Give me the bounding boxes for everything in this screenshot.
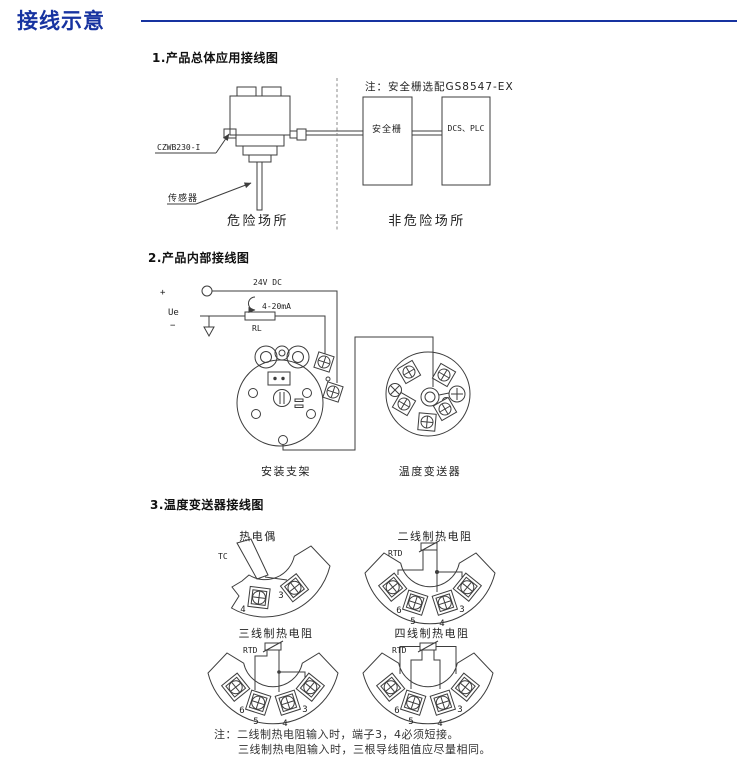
current-label: 4-20mA (262, 302, 291, 311)
supply-wire (212, 290, 338, 383)
safety-barrier-label: 安全栅 (372, 123, 402, 135)
bracket-center-screw (273, 389, 291, 407)
load-resistor (244, 311, 276, 321)
rtd-leads (399, 646, 457, 689)
footnote-line-1: 注：二线制热电阻输入时，端子3，4必须短接。 (214, 728, 459, 741)
terminal-number: 4 (282, 719, 287, 729)
transmitter-terminal (431, 362, 457, 388)
terminal-screw (431, 589, 459, 616)
tc-wire-wedge (236, 538, 269, 580)
diagram-title: 四线制热电阻 (395, 626, 470, 640)
terminal-number: 5 (408, 717, 413, 727)
transmitter-terminal (432, 396, 458, 422)
transmitter-module-drawing (385, 351, 471, 437)
transmitter-terminal (391, 391, 417, 417)
device-model-label: CZWB230-I (157, 143, 201, 152)
terminal-number: 5 (410, 617, 415, 627)
terminal-number: 6 (394, 706, 399, 716)
terminal-number: 4 (437, 719, 442, 729)
rtd-input-label: RTD (243, 646, 258, 655)
terminal-screw (399, 689, 427, 716)
terminal-number: 6 (396, 606, 401, 616)
fan-body (207, 652, 339, 725)
dcs-plc-label: DCS、PLC (448, 124, 485, 133)
fan-body (230, 545, 331, 618)
power-loop-circuit: + Ue − 24V DC RL 4-20mA (160, 278, 338, 383)
rtd-input-label: RTD (388, 549, 403, 558)
section2-heading: 2.产品内部接线图 (148, 251, 250, 265)
minus-sign: − (170, 321, 176, 331)
diagram-rtd-2wire: 二线制热电阻 RTD (364, 529, 496, 629)
bracket-terminal-upper (313, 351, 335, 373)
transmitter-screw (448, 385, 466, 403)
rtd-leads (397, 550, 463, 592)
signal-cable (306, 130, 442, 136)
fan-body (364, 552, 496, 625)
ue-label: Ue (168, 308, 179, 318)
section3-heading: 3.温度变送器接线图 (150, 498, 264, 512)
transmitter-head-drawing (223, 86, 307, 211)
application-wiring-diagram: CZWB230-I 传感器 注：安全栅选配GS8547-EX 安全栅 DCS、P… (155, 78, 514, 230)
transmitter-terminal (417, 412, 437, 432)
diagram-title: 三线制热电阻 (239, 626, 314, 640)
title-rule (141, 20, 737, 22)
plus-sign: + (160, 288, 166, 298)
rtd-input-label: RTD (392, 646, 407, 655)
diagram-rtd-4wire: 四线制热电阻 RTD (362, 626, 494, 729)
terminal-screw (274, 689, 302, 716)
bracket-terminal-lower (322, 381, 344, 403)
terminal-screw (377, 572, 408, 602)
internal-wiring-diagram: + Ue − 24V DC RL 4-20mA (160, 278, 471, 478)
terminal-screw (247, 585, 271, 610)
bracket-to-transmitter-wire (282, 336, 434, 451)
ground-symbol (203, 326, 215, 338)
page-title: 接线示意 (17, 9, 105, 33)
hazardous-area-label: 危险场所 (227, 214, 289, 229)
transmitter-terminal (396, 359, 422, 385)
bracket-label: 安装支架 (261, 464, 311, 478)
bracket-bottom-screw (278, 435, 288, 445)
diagram-rtd-3wire: 三线制热电阻 RTD (207, 626, 339, 729)
terminal-number: 4 (439, 619, 444, 629)
terminal-number: 6 (239, 706, 244, 716)
diagram-thermocouple: 热电偶 TC 4 3 (218, 530, 331, 618)
terminal-screw (220, 672, 251, 702)
terminal-screw (375, 672, 406, 702)
terminal-screw (244, 689, 272, 716)
footnote-line-2: 三线制热电阻输入时，三根导线阻值应尽量相同。 (238, 743, 491, 756)
terminal-number: 3 (278, 591, 283, 601)
terminal-number: 3 (459, 605, 464, 615)
device-callout: CZWB230-I (155, 133, 230, 154)
mounting-bracket-drawing (236, 345, 344, 447)
terminal-screw (401, 589, 429, 616)
safety-barrier-box: 安全栅 (362, 96, 413, 186)
supply-terminal (201, 285, 213, 297)
terminal-screw (452, 572, 483, 602)
transmitter-label: 温度变送器 (399, 464, 462, 478)
supply-voltage-label: 24V DC (253, 278, 282, 287)
sensor-callout: 传感器 (167, 182, 252, 205)
fan-body (362, 652, 494, 725)
transmitter-screw (388, 383, 402, 397)
terminal-screw (279, 573, 310, 603)
section1-heading: 1.产品总体应用接线图 (152, 51, 279, 65)
current-direction-arrow (248, 296, 256, 313)
dcs-plc-box: DCS、PLC (441, 96, 491, 186)
terminal-number: 3 (457, 705, 462, 715)
terminal-screw (450, 672, 481, 702)
diagram-title: 二线制热电阻 (398, 529, 473, 543)
signal-wire (200, 315, 326, 354)
terminal-wiring-diagrams: 热电偶 TC 4 3 二线制热电阻 (207, 529, 496, 729)
terminal-screw (429, 689, 457, 716)
terminal-screw (295, 672, 326, 702)
load-resistor-label: RL (252, 324, 262, 333)
sensor-probe (256, 161, 263, 211)
sensor-label: 传感器 (168, 192, 198, 204)
terminal-number: 5 (253, 717, 258, 727)
terminal-number: 3 (302, 705, 307, 715)
barrier-note: 注：安全栅选配GS8547-EX (365, 80, 514, 93)
terminal-number: 4 (240, 605, 245, 615)
tc-input-label: TC (218, 552, 228, 561)
non-hazardous-area-label: 非危险场所 (388, 214, 466, 229)
